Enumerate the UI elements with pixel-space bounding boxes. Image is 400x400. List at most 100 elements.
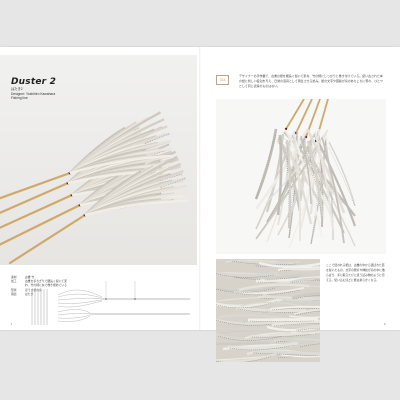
paper-strip — [235, 306, 307, 313]
paper-strip — [273, 338, 320, 342]
paper-strip — [271, 319, 320, 327]
spec-row: 加工 古書を手ちぎりで細長く裂いて束ね、竹の柄に糸で巻き留めている — [11, 279, 71, 287]
paper-strip — [286, 298, 320, 303]
photo-caption: ここで使われる紙は、古書の中から選ばれた頁を裂いたもの。文字の断片や挿絵が房の中… — [326, 263, 385, 282]
paper-strip — [254, 128, 278, 200]
article-title: Duster 2 — [11, 77, 57, 87]
paper-strip — [321, 136, 345, 244]
bamboo-handle — [0, 203, 82, 246]
spec-row: 形状 ほうき状の房 — [11, 288, 71, 292]
paper-strip — [264, 310, 320, 316]
paper-strip — [313, 131, 335, 231]
paper-strip — [289, 277, 320, 283]
paper-strip — [258, 261, 320, 268]
paper-strip — [216, 341, 270, 346]
print-text-strip — [278, 142, 301, 212]
paper-strip — [276, 134, 283, 216]
spec-row: 素材 古書 竹 — [11, 275, 71, 279]
paper-strip — [216, 296, 288, 302]
paper-strip — [297, 341, 320, 347]
page-number-left: ii — [11, 323, 13, 326]
spec-key: 用途 — [11, 291, 17, 296]
paper-strip — [300, 135, 312, 205]
paper-strip — [284, 141, 313, 225]
paper-strip — [249, 331, 320, 337]
print-text-strip — [266, 141, 314, 223]
paper-strip — [229, 259, 301, 264]
paper-strip — [216, 297, 283, 308]
spec-value: はたき — [25, 291, 34, 296]
spec-row: 用途 はたき — [11, 292, 71, 296]
paper-strip — [306, 140, 324, 218]
duster-heads-photo — [216, 99, 386, 254]
paper-strip — [251, 350, 320, 356]
paper-strip — [69, 154, 173, 175]
paper-strip — [291, 292, 320, 300]
material-line: Fishing line — [11, 96, 28, 101]
paper-strip — [328, 141, 356, 207]
bamboo-handle — [285, 99, 305, 130]
print-text-strip — [271, 308, 320, 311]
paper-strip — [216, 271, 279, 278]
paper-strip — [282, 266, 320, 271]
paper-strip — [216, 318, 285, 325]
bamboo-handle — [0, 171, 72, 200]
paper-strip — [284, 129, 335, 221]
print-text-strip — [253, 352, 319, 357]
spec-key: 素材 — [11, 275, 17, 279]
paper-strip — [293, 130, 302, 242]
spec-key: 加工 — [11, 279, 17, 284]
paper-strip — [216, 327, 268, 331]
construction-diagram — [31, 281, 190, 325]
page-gutter — [199, 47, 201, 330]
print-text-strip — [328, 147, 356, 207]
paper-closeup-photo — [216, 259, 320, 362]
designer-line: Designer: Yoshihiro Kawahara — [11, 91, 56, 96]
print-text-strip — [307, 146, 323, 218]
bamboo-handle — [0, 181, 70, 215]
paper-strip — [278, 337, 320, 343]
paper-strip — [288, 315, 320, 318]
print-text-strip — [251, 333, 317, 338]
paper-strip — [269, 305, 320, 310]
binding-point-icon — [105, 298, 107, 300]
print-text-strip — [255, 144, 322, 240]
intro-text: デザイナーの手作業で、古書の紙を細長く裂いて束ね、竹の柄にしっかりと巻き付けてい… — [239, 74, 383, 88]
paper-strip — [84, 199, 188, 217]
print-text-strip — [249, 320, 315, 322]
binding-knot — [284, 127, 288, 131]
paper-strip — [305, 128, 346, 214]
paper-strip — [280, 354, 320, 358]
section-badge: 331 — [216, 75, 229, 85]
bamboo-handle — [0, 193, 74, 229]
paper-strip — [216, 353, 277, 362]
print-text-strip — [273, 323, 320, 327]
paper-strip — [238, 283, 310, 292]
paper-strip — [218, 314, 290, 321]
paper-strip — [285, 139, 292, 229]
print-text-strip — [229, 344, 295, 351]
paper-closeup-illustration — [216, 259, 320, 362]
paper-strip — [293, 308, 320, 315]
spec-value: 古書 竹 — [25, 275, 35, 279]
paper-strip — [220, 330, 292, 334]
paper-strip — [299, 137, 334, 201]
bamboo-handle — [295, 99, 313, 134]
paper-strip — [277, 265, 320, 271]
spec-value: ほうき状の房 — [25, 287, 42, 292]
spec-table: 素材 古書 竹 加工 古書を手ちぎりで細長く裂いて束ね、竹の柄に糸で巻き留めてい… — [11, 275, 71, 296]
dusters-photo — [0, 55, 197, 265]
paper-strip — [262, 293, 320, 301]
book-spread: Duster 2 はたき2 Designer: Yoshihiro Kawaha… — [0, 47, 400, 362]
bamboo-handle — [8, 213, 87, 265]
page-number-right: iii — [384, 323, 386, 326]
paper-strip — [295, 325, 320, 332]
paper-strip — [227, 341, 299, 350]
title-block: Duster 2 はたき2 Designer: Yoshihiro Kawaha… — [11, 77, 56, 101]
binding-point-icon — [134, 298, 136, 300]
duster-heads-illustration — [254, 99, 357, 249]
paper-strip — [265, 133, 285, 213]
dusters-illustration — [0, 111, 188, 265]
paper-strip — [216, 285, 281, 292]
paper-strip — [247, 317, 319, 322]
